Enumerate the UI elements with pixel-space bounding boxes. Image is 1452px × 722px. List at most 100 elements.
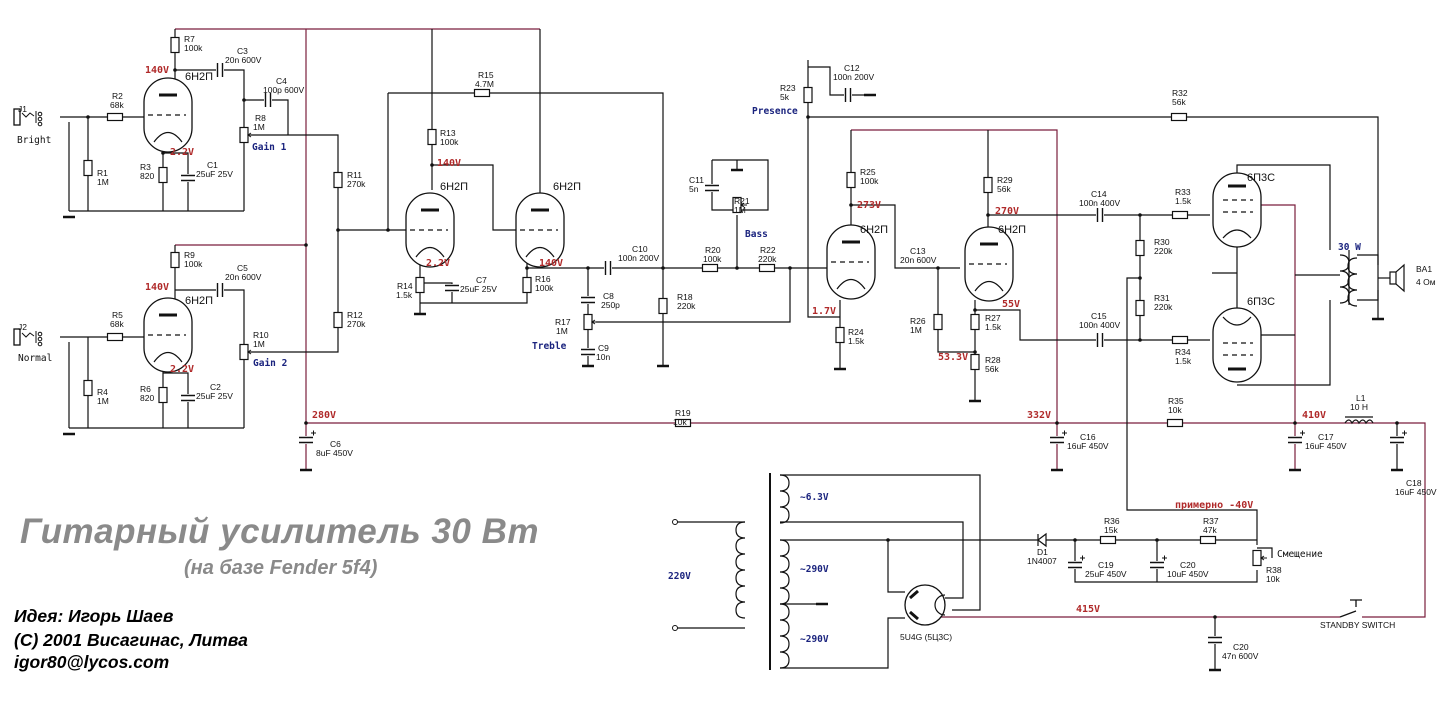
standby-switch [1339, 599, 1362, 618]
schematic-subtitle: (на базе Fender 5f4) [184, 557, 378, 579]
tube-cathode [153, 351, 183, 363]
capacitor [216, 283, 224, 297]
junction-dot [386, 228, 390, 232]
capacitor-gap [445, 284, 459, 292]
wire [937, 268, 975, 353]
component-value-c19: 25uF 450V [1085, 569, 1127, 579]
voltage-b332: 332V [1027, 410, 1051, 421]
component-ref-r14: R14 [397, 281, 413, 291]
tube-label-v4a: 6H2П [860, 224, 888, 236]
voltage-v4b-tail: 53.3V [938, 352, 968, 363]
capacitor [604, 261, 612, 275]
jack-terminal [37, 121, 43, 127]
speaker-icon [1389, 263, 1405, 293]
rectifier-filament [934, 594, 946, 616]
triode-tube [405, 192, 455, 268]
rectifier-anodes [909, 589, 919, 621]
component-value-r19: 10k [673, 417, 687, 427]
wire [807, 60, 840, 318]
component-ref-c4: C4 [276, 76, 287, 86]
component-value-r23: 5k [780, 92, 790, 102]
tube-label-v5: 6П3С [1247, 172, 1275, 184]
junction-dot [304, 421, 308, 425]
component-value-c11: 5n [689, 184, 699, 194]
capacitor-gap [1288, 436, 1302, 444]
component-value-c16: 16uF 450V [1067, 441, 1109, 451]
component-ref-r8: R8 [255, 113, 266, 123]
resistor [1171, 335, 1189, 345]
junction-dot [1073, 538, 1077, 542]
junction-dot [430, 163, 434, 167]
transformer-primary-label: 220V [668, 571, 691, 582]
resistor [758, 263, 776, 273]
component-ref-c18: C18 [1406, 478, 1422, 488]
capacitor [1390, 436, 1404, 444]
component-ref-r2: R2 [112, 91, 123, 101]
junction-dot [161, 151, 165, 155]
capacitor [1050, 436, 1064, 444]
wire [780, 617, 905, 669]
junction-dot [886, 538, 890, 542]
resistor [333, 311, 343, 329]
resistor [1099, 535, 1117, 545]
rectifier-tube [904, 584, 946, 626]
component-value-r10: 1M [253, 339, 265, 349]
component-value-r8: 1M [253, 122, 265, 132]
potentiometer-wiper [1260, 555, 1267, 561]
junction-dot [1155, 538, 1159, 542]
junction-dot [788, 266, 792, 270]
component-value-r30: 220k [1154, 246, 1173, 256]
triode-tube [964, 226, 1014, 302]
control-label-bias: Смещение [1277, 549, 1323, 560]
capacitor-gap [604, 261, 612, 275]
wire [780, 474, 981, 611]
capacitor-gap [581, 348, 595, 356]
junction-dot [1395, 421, 1399, 425]
capacitor [264, 93, 272, 107]
jack-contacts [21, 111, 37, 123]
component-value-c12: 100n 200V [833, 72, 874, 82]
component-ref-r27: R27 [985, 313, 1001, 323]
component-value-c15: 100n 400V [1079, 320, 1120, 330]
component-value-r11: 270k [347, 179, 366, 189]
capacitor [581, 296, 595, 304]
resistor [701, 263, 719, 273]
resistor [106, 112, 124, 122]
transformer-winding [779, 474, 790, 524]
wire [244, 99, 289, 135]
voltage-v3a-cathode: 2.2V [426, 258, 450, 269]
junction-dot [1138, 276, 1142, 280]
wire [432, 164, 518, 231]
component-value-r26: 1M [910, 325, 922, 335]
component-value-r14: 1.5k [396, 290, 413, 300]
control-label-treble: Treble [532, 341, 567, 352]
component-ref-c17: C17 [1318, 432, 1334, 442]
jack-label-normal: Normal [18, 353, 52, 364]
wire [851, 204, 960, 269]
control-label-standby: STANDBY SWITCH [1320, 620, 1395, 630]
component-value-l1: 10 H [1350, 402, 1368, 412]
component-value-r9: 100k [184, 259, 203, 269]
junction-dot [1138, 338, 1142, 342]
component-ref-r37: R37 [1203, 516, 1219, 526]
tube-label-v1: 6H2П [185, 71, 213, 83]
junction-dot [586, 266, 590, 270]
component-ref-r20: R20 [705, 245, 721, 255]
component-ref-r38: R38 [1266, 565, 1282, 575]
resistor [415, 276, 425, 294]
rectifier-label: 5U4G (5Ц3С) [900, 632, 952, 642]
component-value-c6: 8uF 450V [316, 448, 353, 458]
resistor [1171, 210, 1189, 220]
junction-dot [973, 350, 977, 354]
component-ref-r34: R34 [1175, 347, 1191, 357]
labels: R11MR268kR3820R41MR568kR6820R7100kR81MR9… [17, 34, 1437, 661]
resistor [1252, 549, 1262, 567]
tube-cathode [525, 246, 555, 258]
wire [175, 289, 245, 428]
input-jack-icon [13, 108, 21, 126]
component-ref-r17: R17 [555, 317, 571, 327]
component-ref-r32: R32 [1172, 88, 1188, 98]
component-value-r31: 220k [1154, 302, 1173, 312]
voltage-v3b-cathode: 140V [539, 258, 563, 269]
polarity-plus-icon [311, 430, 316, 436]
